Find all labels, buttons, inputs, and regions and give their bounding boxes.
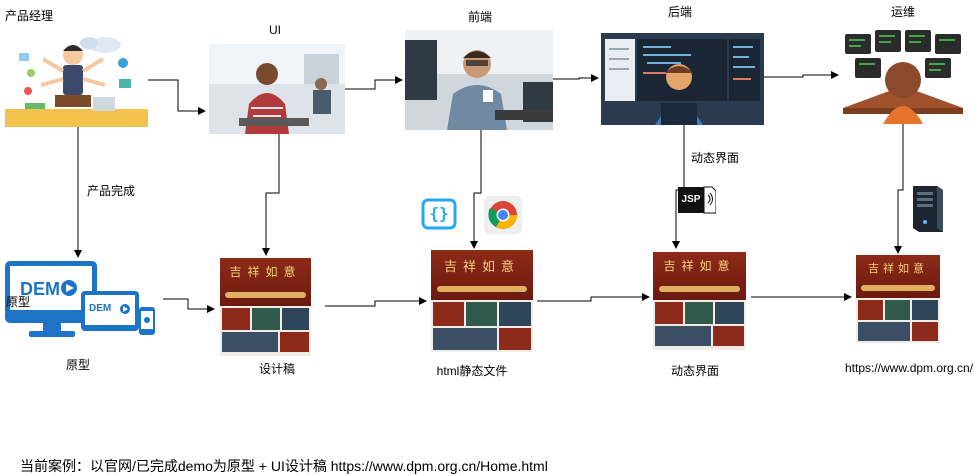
chrome-browser-icon	[484, 196, 522, 234]
artifact-label-site-url: https://www.dpm.org.cn/	[845, 361, 974, 375]
ops-engineer-illustration	[841, 28, 965, 124]
role-label-ui: UI	[269, 23, 281, 37]
edge-label-dynamic-ui: 动态界面	[691, 151, 740, 165]
jsp-file-icon: JSP	[678, 185, 716, 215]
arrow-prototype-to-design	[163, 298, 215, 313]
mockup-title: 吉祥如意	[868, 262, 928, 275]
demo-text-small: DEM	[89, 303, 112, 314]
arrow-frontend-to-backend	[553, 74, 599, 82]
backend-developer-illustration	[601, 33, 764, 125]
artifact-label-html-static: html静态文件	[436, 364, 508, 378]
mockup-title: 吉祥如意	[443, 260, 520, 275]
artifact-label-prototype: 原型	[65, 358, 91, 372]
arrow-ops-to-site	[894, 124, 904, 254]
arrow-ui-to-design	[262, 134, 280, 256]
edge-label-product-done: 产品完成	[87, 184, 136, 198]
footer-note: 当前案例：以官网/已完成demo为原型 + UI设计稿 https://www.…	[20, 458, 548, 474]
pm-illustration	[5, 33, 148, 127]
arrow-html-to-dynamic	[537, 293, 650, 302]
jsp-text: JSP	[681, 194, 701, 205]
html-static-mockup: 吉祥如意	[431, 250, 533, 352]
dynamic-page-mockup: 吉祥如意	[653, 252, 746, 350]
mockup-title: 吉祥如意	[663, 259, 736, 273]
braces-icon: {}	[421, 198, 457, 230]
role-label-frontend: 前端	[467, 10, 493, 24]
prototype-devices-illustration: DEM DEM 原型	[3, 259, 163, 341]
role-label-backend: 后端	[667, 5, 693, 19]
arrow-backend-to-ops	[764, 71, 839, 79]
live-site-mockup: 吉祥如意	[856, 255, 940, 343]
design-mockup: 吉祥如意	[220, 258, 311, 356]
frontend-developer-photo	[405, 30, 553, 130]
role-label-ops: 运维	[890, 5, 916, 19]
arrow-ui-to-frontend	[345, 76, 403, 90]
artifact-label-design: 设计稿	[258, 362, 296, 376]
arrow-design-to-html	[325, 297, 427, 307]
artifact-label-dynamic-page: 动态界面	[670, 364, 720, 378]
demo-text-large: DEM	[20, 279, 60, 299]
arrow-frontend-to-html	[470, 130, 482, 249]
prototype-overlay-label: 原型	[6, 295, 31, 309]
braces-text: {}	[429, 204, 449, 223]
arrow-pm-to-ui	[148, 79, 206, 115]
role-label-pm: 产品经理	[5, 9, 54, 23]
ui-designer-photo	[209, 44, 345, 134]
server-icon	[909, 182, 945, 234]
mockup-title: 吉祥如意	[229, 265, 302, 279]
